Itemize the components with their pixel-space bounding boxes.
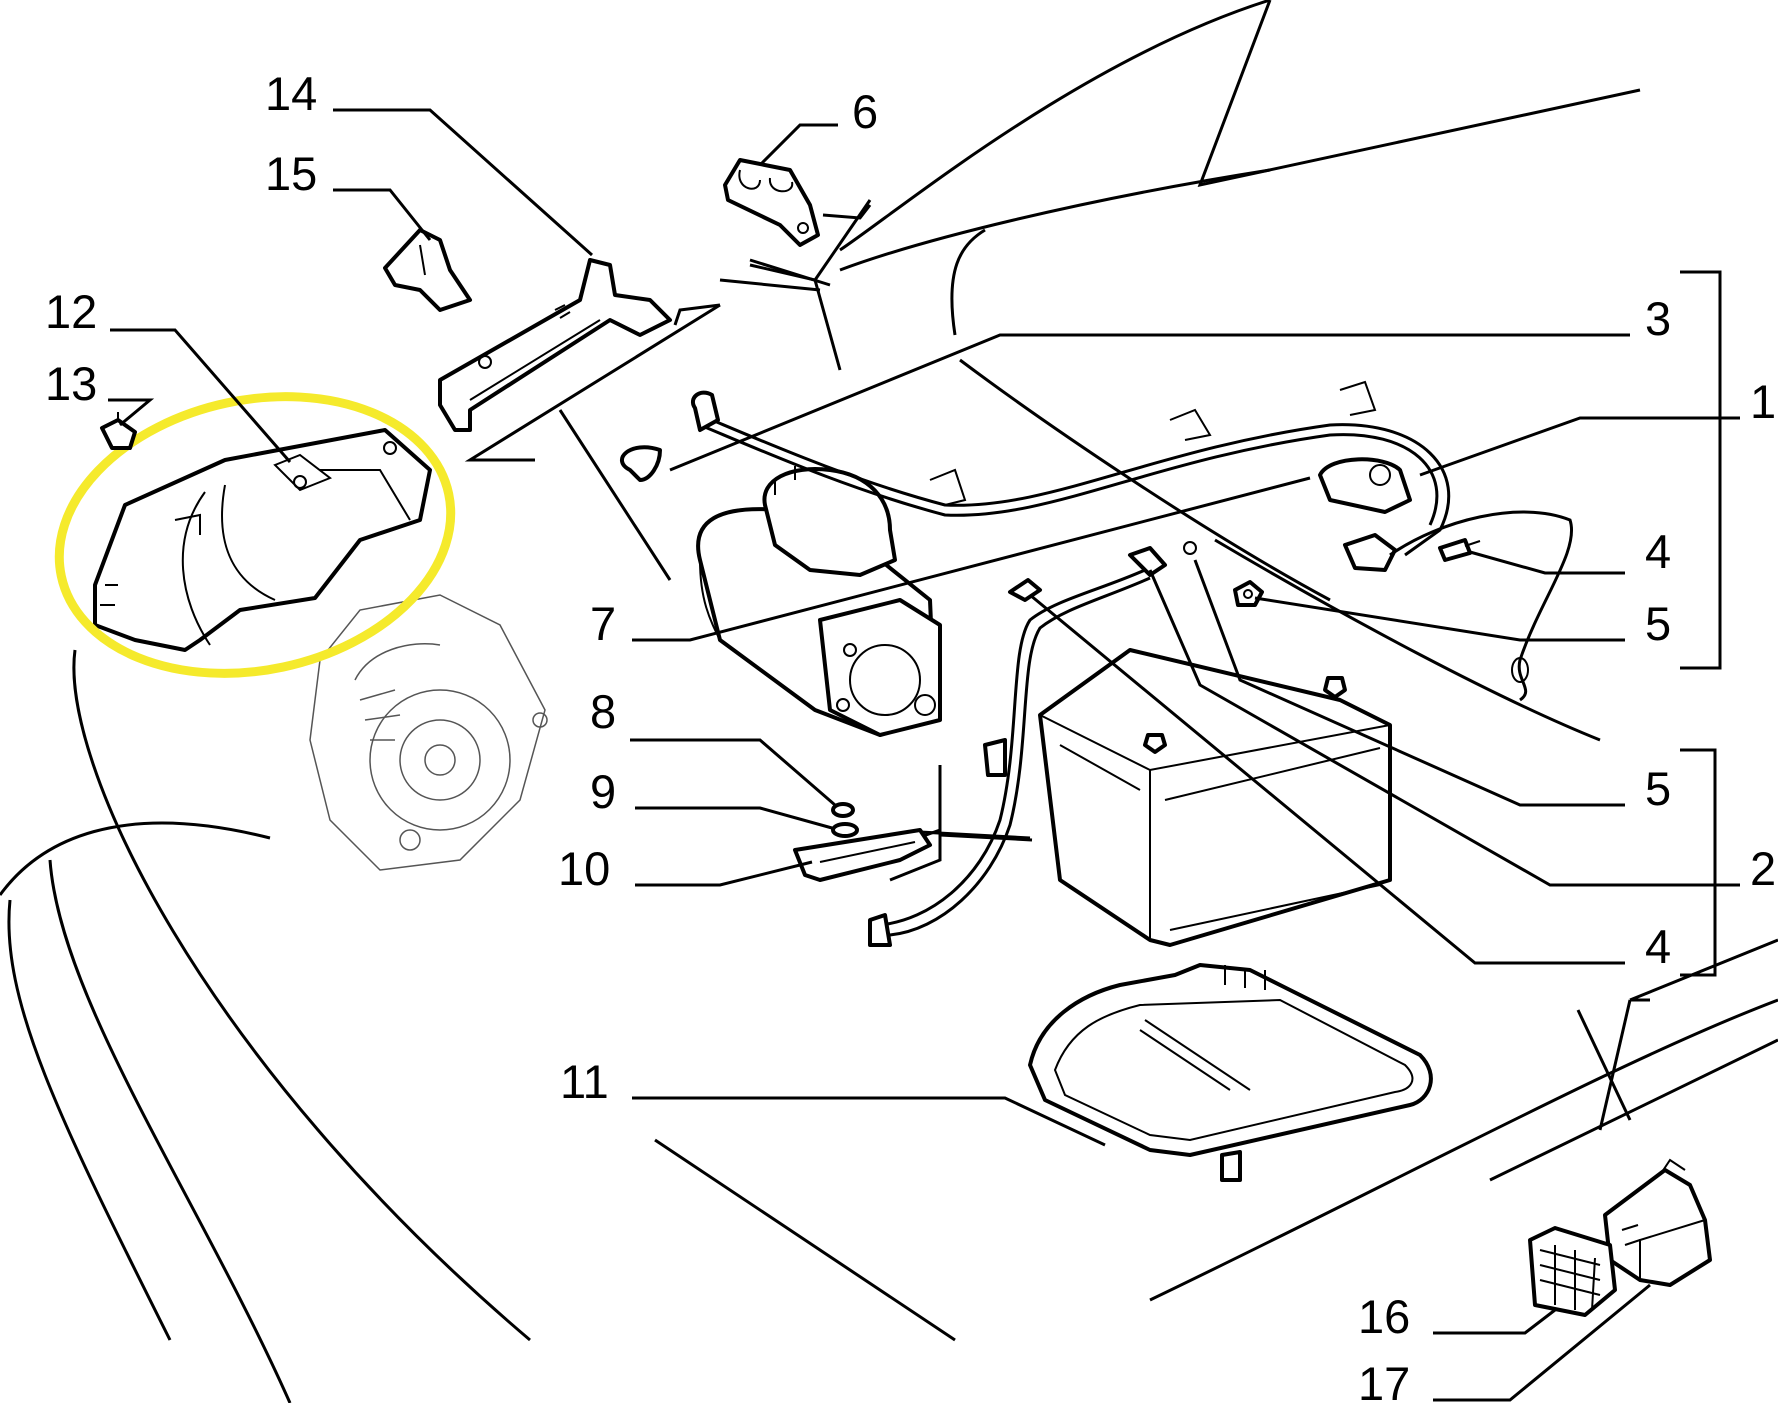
bracket-part-14: [438, 258, 672, 432]
callout-16: 16: [1358, 1290, 1410, 1343]
bolt-part-4: [1438, 538, 1481, 562]
starter-motor: [696, 466, 942, 737]
callout-5-upper: 5: [1645, 597, 1671, 650]
callout-11: 11: [560, 1055, 609, 1108]
callout-15: 15: [265, 147, 317, 200]
leader-lines: [108, 108, 1740, 1402]
callout-3: 3: [1645, 292, 1671, 345]
heat-shield-part-12: [93, 428, 432, 652]
cable-clip-part-6: [723, 158, 820, 247]
callout-10: 10: [558, 842, 610, 895]
relay-part-17: [1603, 1158, 1712, 1287]
fuse-cover-part-16: [1528, 1226, 1617, 1317]
callout-4-lower: 4: [1645, 920, 1671, 973]
battery-cable-part-1: [1318, 457, 1573, 702]
callout-9: 9: [590, 765, 616, 818]
battery-cable-part-2: [868, 541, 1197, 947]
callout-1: 1: [1750, 375, 1776, 428]
battery-tray-part-11: [1028, 963, 1433, 1182]
bracket-part-15: [383, 228, 472, 312]
clip-part-13: [100, 412, 137, 450]
callout-13: 13: [45, 357, 97, 410]
callout-6: 6: [852, 85, 878, 138]
cable-part-3: [620, 380, 1451, 557]
callout-12: 12: [45, 285, 97, 338]
callout-14: 14: [265, 67, 317, 120]
clamp-parts-8-9-10: [793, 802, 932, 882]
callout-8: 8: [590, 685, 616, 738]
battery: [1038, 648, 1392, 947]
highlight-circle: [54, 392, 456, 678]
nut-part-5: [1233, 580, 1264, 607]
callout-2: 2: [1750, 842, 1776, 895]
callout-4-upper: 4: [1645, 525, 1671, 578]
callout-7: 7: [590, 597, 616, 650]
callout-labels: 14 15 12 13 6 3 1 4 5 7 8 9 10 5 2 4 11 …: [45, 67, 1776, 1403]
alternator: [309, 594, 548, 871]
callout-17: 17: [1358, 1357, 1410, 1403]
callout-5-lower: 5: [1645, 762, 1671, 815]
